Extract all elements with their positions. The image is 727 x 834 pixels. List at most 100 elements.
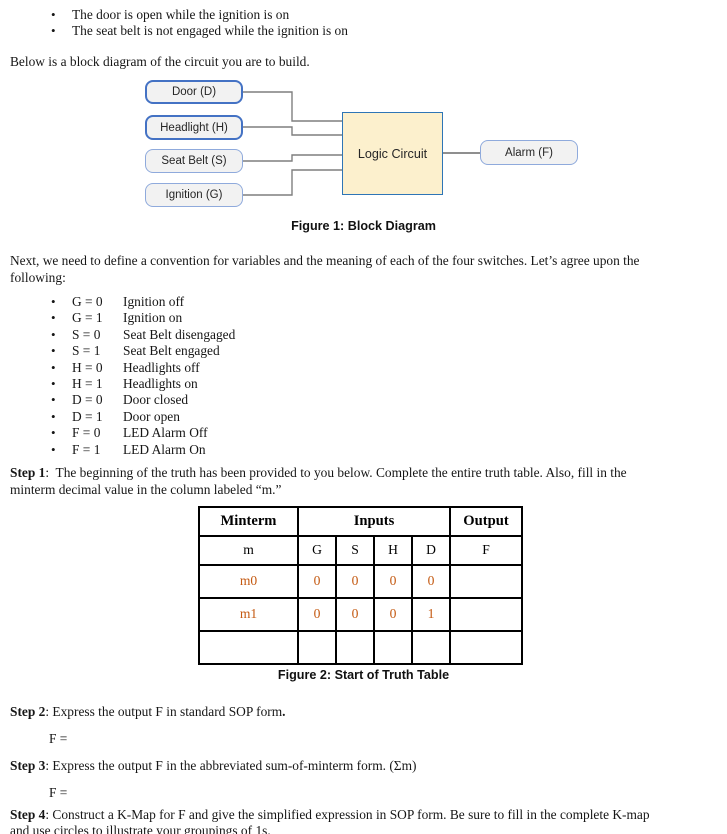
bullet-text: The door is open while the ignition is o… [72,7,290,22]
spacer [109,409,123,425]
list-item: The door is open while the ignition is o… [0,7,727,23]
variable-desc: Ignition off [123,294,185,310]
table-cell: m0 [198,563,299,599]
table-cell-empty [373,629,413,665]
list-item: H = 1 Headlights on [0,376,727,392]
input-box-label: Ignition (G) [165,189,223,202]
table-cell-empty [449,629,523,665]
list-item: F = 0 LED Alarm Off [0,425,727,441]
bullet-dot-icon [51,23,72,39]
truth-table: Minterm Inputs Output m G S H D F m0 0 0… [198,505,523,665]
input-box-label: Door (D) [171,86,217,99]
variable-desc: Seat Belt disengaged [123,326,236,342]
spacer [109,425,123,441]
table-cell: 0 [297,596,337,632]
variable-desc: Ignition on [123,310,183,326]
table-cell-empty [411,629,451,665]
table-cell: 0 [335,563,375,599]
step1-line2: minterm decimal value in the column labe… [10,481,282,497]
list-item: D = 1 Door open [0,409,727,425]
variable-code: S = 0 [72,326,101,342]
bullet-text: The seat belt is not engaged while the i… [72,23,348,39]
col-header-g: G [297,534,337,566]
variable-desc: LED Alarm Off [123,425,208,441]
variable-desc: Headlights on [123,376,198,392]
table-cell: 0 [373,563,413,599]
col-header-s: S [335,534,375,566]
table-row: m1 0 0 0 1 [198,596,523,632]
bullet-dot-icon [51,360,72,376]
variable-code: F = 1 [72,441,101,457]
spacer [109,294,123,310]
list-item: S = 0 Seat Belt disengaged [0,327,727,343]
col-header-d: D [411,534,451,566]
step4-line1: Step 4: Construct a K-Map for F and give… [10,807,717,823]
input-box-ignition: Ignition (G) [145,183,243,208]
col-header-h: H [373,534,413,566]
bullet-dot-icon [51,409,72,425]
bullet-dot-icon [51,442,72,458]
list-item: The seat belt is not engaged while the i… [0,23,727,39]
bullet-dot-icon [51,294,72,310]
table-group-header-row: Minterm Inputs Output [198,505,523,537]
table-row [198,629,523,665]
step1-line1: Step 1: The beginning of the truth has b… [10,465,717,481]
table-cell: 0 [335,596,375,632]
step4-text: : Construct a K-Map for F and give the s… [45,806,650,822]
answer-line-f-equals: F = [49,730,68,746]
step-label: Step 3 [10,758,46,774]
step4-line2: and use circles to illustrate your group… [10,823,271,834]
step1-text: : The beginning of the truth has been pr… [45,465,627,481]
table-cell-empty [449,563,523,599]
step-label: Step 1 [10,465,46,481]
step3-text: : Express the output F in the abbreviate… [45,758,417,774]
header-inputs: Inputs [297,505,451,537]
convention-list: G = 0 Ignition off G = 1 Ignition on S =… [0,294,727,458]
intro-paragraph: Below is a block diagram of the circuit … [10,53,310,69]
convention-paragraph-line2: following: [10,269,66,285]
table-cell: 1 [411,596,451,632]
step1-paragraph: Step 1: The beginning of the truth has b… [10,465,717,498]
table-column-header-row: m G S H D F [198,534,523,566]
intro-bullet-list: The door is open while the ignition is o… [0,0,727,40]
logic-circuit-label: Logic Circuit [357,146,428,161]
input-box-label: Seat Belt (S) [161,155,227,168]
bullet-dot-icon [51,425,72,441]
variable-code: H = 1 [72,376,103,392]
step-label: Step 4 [10,806,46,822]
variable-desc: Door open [123,408,180,424]
block-diagram: Door (D) Headlight (H) Seat Belt (S) Ign… [0,77,727,235]
variable-desc: Door closed [123,392,189,408]
variable-code: S = 1 [72,343,101,359]
input-box-seatbelt: Seat Belt (S) [145,149,243,174]
bullet-dot-icon [51,343,72,359]
spacer [109,376,123,392]
variable-code: G = 1 [72,310,103,326]
input-box-label: Headlight (H) [160,121,228,134]
list-item: G = 0 Ignition off [0,294,727,310]
answer-line-f-equals: F = [49,784,68,800]
table-cell: m1 [198,596,299,632]
header-minterm: Minterm [198,505,299,537]
bullet-dot-icon [51,327,72,343]
bullet-dot-icon [51,310,72,326]
step3-paragraph: Step 3: Express the output F in the abbr… [10,758,717,774]
step2-text: : Express the output F in standard SOP f… [45,704,283,720]
variable-code: F = 0 [72,425,101,441]
step2-bold-period: . [282,704,286,720]
input-box-headlight: Headlight (H) [145,115,243,141]
input-box-door: Door (D) [145,80,243,105]
table-cell-empty [335,629,375,665]
table-cell-empty [449,596,523,632]
spacer [109,327,123,343]
spacer [109,392,123,408]
table-cell: 0 [297,563,337,599]
col-header-f: F [449,534,523,566]
table-cell-empty [198,629,299,665]
list-item: H = 0 Headlights off [0,360,727,376]
table-cell: 0 [411,563,451,599]
spacer [109,360,123,376]
list-item: S = 1 Seat Belt engaged [0,343,727,359]
variable-desc: LED Alarm On [123,441,206,457]
